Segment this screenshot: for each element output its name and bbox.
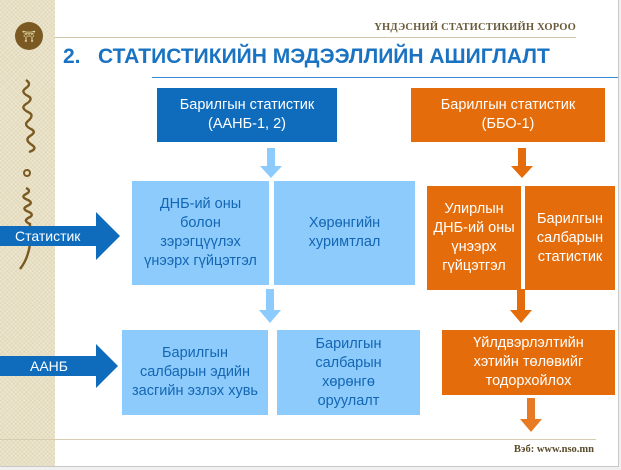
footer-website: Вэб: www.nso.mn [513,444,594,455]
aanb-side-label: ААНБ [30,358,68,374]
header-rule [55,37,576,38]
economy-share-box: Барилгын салбарын эдийн засгийн эзлэх ху… [122,330,268,415]
production-outlook-box: Үйлдвэрлэлтийн хэтийн төлөвийг тодорхойл… [442,330,615,395]
source-box-aanb: Барилгын статистик (ААНБ-1, 2) [157,88,337,142]
nso-emblem-icon: ⛩ [15,22,43,50]
investment-label: Барилгын салбарын хөрөнгө оруулалт [315,335,382,409]
production-outlook-label: Үйлдвэрлэлтийн хэтийн төлөвийг тодорхойл… [473,335,584,389]
arrow-down-icon [511,148,533,178]
source-box-bbo: Барилгын статистик (ББО-1) [411,88,605,142]
statistic-side-label: Статистик [15,228,81,244]
mongolian-script-icon [19,79,36,270]
quarterly-gdp-box: Улирлын ДНБ-ий оны үнээрх гүйцэтгэл [427,186,521,290]
aanb-side-arrow [0,344,118,388]
gdp-performance-box: ДНБ-ий оны болон зэрэгцүүлэх үнээрх гүйц… [132,181,269,285]
quarterly-gdp-label: Улирлын ДНБ-ий оны үнээрх гүйцэтгэл [433,201,515,274]
watermark [390,385,440,425]
organization-name: ҮНДЭСНИЙ СТАТИСТИКИЙН ХОРОО [374,22,576,33]
page-title: 2. СТАТИСТИКИЙН МЭДЭЭЛЛИЙН АШИГЛАЛТ [63,45,550,68]
statistic-side-arrow [0,212,120,260]
arrow-down-icon [259,289,281,323]
construction-statistics-label: Барилгын салбарын статистик [536,210,604,265]
capital-formation-box: Хөрөнгийн хуримтлал [274,181,415,285]
title-underline [152,77,618,78]
capital-formation-label: Хөрөнгийн хуримтлал [308,215,381,250]
investment-box: Барилгын салбарын хөрөнгө оруулалт [277,330,420,415]
source-box-bbo-label: Барилгын статистик (ББО-1) [440,97,576,132]
gdp-performance-label: ДНБ-ий оны болон зэрэгцүүлэх үнээрх гүйц… [144,196,257,269]
arrow-down-icon [520,398,542,432]
footer-rule [0,439,596,440]
arrow-down-icon [260,148,282,178]
economy-share-label: Барилгын салбарын эдийн засгийн эзлэх ху… [132,345,258,399]
construction-statistics-box: Барилгын салбарын статистик [525,186,615,290]
source-box-aanb-label: Барилгын статистик (ААНБ-1, 2) [179,97,315,132]
arrow-down-icon [510,289,532,323]
